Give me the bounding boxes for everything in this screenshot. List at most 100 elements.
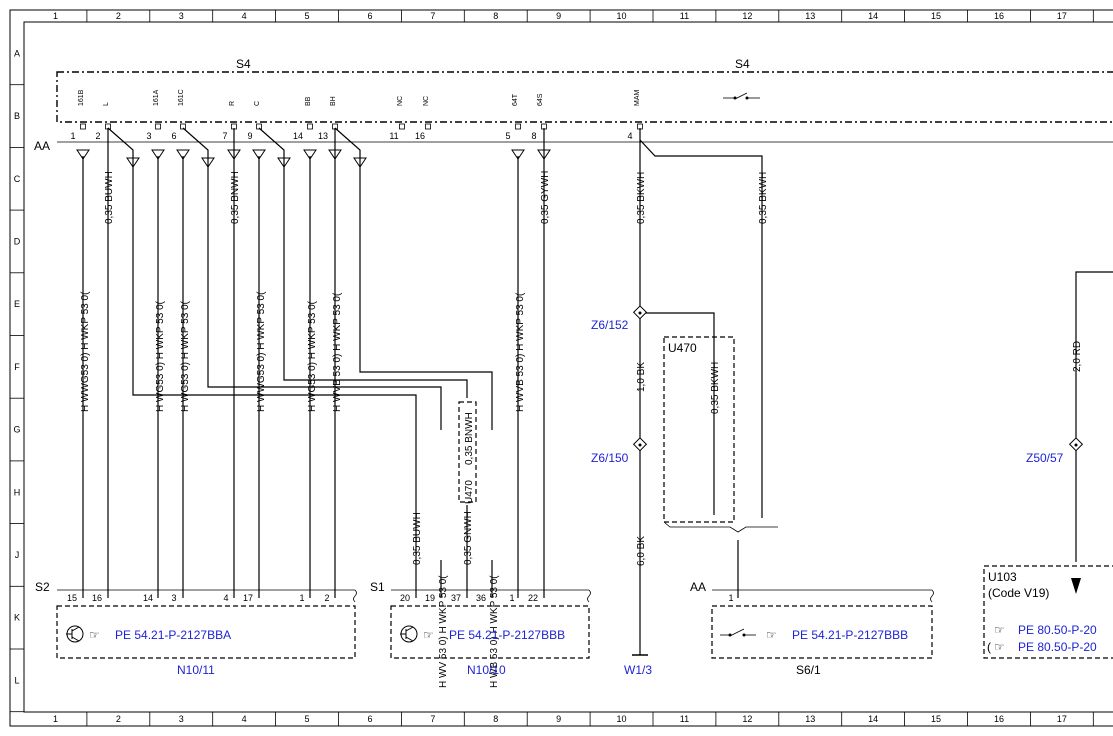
u103-subtitle: (Code V19)	[988, 586, 1049, 600]
bus-pins: 161B L 161A 161C R C BB BH NC NC 64T 64S…	[70, 89, 641, 141]
pin-number: 1	[728, 593, 733, 603]
wire-label: H WVB 53 0) H WKP 53 0(	[515, 292, 526, 412]
grid-row-label: F	[14, 362, 20, 372]
s1-connector-label: S1	[370, 580, 385, 594]
shield-triangle	[176, 149, 190, 160]
grid-column-label: 6	[367, 11, 372, 21]
u103-ref1-link[interactable]: PE 80.50-P-20	[1018, 623, 1097, 637]
shield-triangle	[252, 149, 266, 160]
wire-label: 0,35 GYWH	[540, 171, 551, 224]
pin-number: 7	[222, 131, 227, 141]
grid-row-label: G	[13, 425, 20, 435]
pin-terminal	[515, 123, 521, 130]
shield-triangle	[303, 149, 317, 160]
wire-label: H WWG53 0) H WKP 53 0(	[256, 291, 267, 412]
pin-number: 1	[509, 593, 514, 603]
grid-column-label: 5	[305, 11, 310, 21]
wire-label: 0,35 BNWH	[464, 412, 475, 465]
frame-inner	[23, 21, 1113, 713]
grid-column-label: 13	[805, 11, 815, 21]
pin-label: NC	[423, 96, 430, 106]
u103-ref2-prefix: (	[987, 640, 991, 654]
grid-column-label: 1	[53, 11, 58, 21]
pin-terminal	[307, 123, 313, 130]
grid-column-label: 17	[1057, 714, 1067, 724]
u470-label-a: U470	[464, 480, 475, 504]
wires	[82, 127, 1113, 655]
wire-label: 1,0 BK	[636, 362, 647, 392]
n10-11-ref-link[interactable]: PE 54.21-P-2127BBA	[115, 628, 231, 642]
wire-label: H WV 53 0) H WKP 53 0(	[438, 575, 449, 688]
pin-number: 1	[70, 131, 75, 141]
wire-label: 0,35 BNWH	[230, 171, 241, 224]
s4-label-right: S4	[735, 57, 750, 71]
pin-number: 4	[627, 131, 632, 141]
pin-label: R	[229, 101, 236, 106]
grid-row-label: D	[14, 236, 21, 246]
shield-triangle	[76, 149, 90, 160]
pin-label: 161A	[153, 89, 160, 106]
connector-aa-label: AA	[34, 139, 50, 153]
grid-column-label: 6	[367, 714, 372, 724]
pointing-hand-icon: ☞	[423, 628, 434, 642]
splice-z6-152	[632, 305, 648, 320]
pin-label: 64T	[512, 93, 519, 106]
pin-number: 4	[223, 593, 228, 603]
n10-10-name-link[interactable]: N10/10	[467, 663, 506, 677]
grid-column-label: 11	[680, 11, 689, 21]
u103-title: U103	[988, 570, 1017, 584]
pin-number: 11	[389, 131, 398, 141]
grid-row-label: H	[14, 487, 21, 497]
shield-ground-symbols	[76, 149, 551, 168]
column-ticks: 1122334455667788991010111112121313141415…	[53, 10, 1094, 726]
grid-column-label: 12	[742, 11, 752, 21]
s1-pins: 20 19 37 36 1 22	[400, 593, 538, 603]
grid-column-label: 11	[680, 714, 689, 724]
wire-label: H WG53 0) H WKP 53 0(	[155, 300, 166, 412]
grid-column-label: 4	[242, 11, 247, 21]
s2-pins: 15 16 14 3 4 17 1 2	[67, 593, 330, 603]
grid-column-label: 15	[931, 11, 941, 21]
grid-column-label: 14	[868, 714, 878, 724]
grid-column-label: 16	[994, 714, 1004, 724]
pointing-hand-icon: ☞	[994, 623, 1005, 637]
pin-terminal	[80, 123, 86, 130]
splice-z50-57-link[interactable]: Z50/57	[1026, 451, 1064, 465]
splice-z6-150	[632, 437, 648, 452]
u103-ref2-link[interactable]: PE 80.50-P-20	[1018, 640, 1097, 654]
wire-label: 0,35 GNWH	[463, 511, 474, 565]
pin-number: 14	[293, 131, 303, 141]
pin-number: 15	[67, 593, 77, 603]
grid-row-label: A	[14, 48, 20, 58]
wire-label: H WG53 0) H WKP 53 0(	[307, 300, 318, 412]
grid-column-label: 3	[179, 11, 184, 21]
n10-11-name-link[interactable]: N10/11	[177, 663, 215, 677]
pointing-hand-icon: ☞	[766, 628, 777, 642]
pin-number: 8	[531, 131, 536, 141]
grid-column-label: 12	[742, 714, 752, 724]
pin-label: BB	[305, 96, 312, 106]
wire-label: 6,0 BK	[636, 536, 647, 566]
grid-column-label: 10	[617, 714, 627, 724]
splice-z6-152-link[interactable]: Z6/152	[591, 318, 629, 332]
n10-10-ref-link[interactable]: PE 54.21-P-2127BBB	[449, 628, 565, 642]
splice-z6-150-link[interactable]: Z6/150	[591, 451, 629, 465]
w1-3-link[interactable]: W1/3	[624, 663, 652, 677]
bus-pin-terminals	[80, 123, 643, 130]
pin-number: 3	[146, 131, 151, 141]
pin-number: 16	[415, 131, 425, 141]
pin-number: 16	[92, 593, 102, 603]
pin-number: 5	[505, 131, 510, 141]
pin-terminal	[425, 123, 431, 130]
pin-label: 64S	[537, 93, 544, 106]
grid-row-label: L	[14, 675, 19, 685]
pin-label: BH	[330, 96, 337, 106]
grid-column-label: 1	[53, 714, 58, 724]
s4-bus-box	[56, 71, 1113, 123]
s6-1-ref-link[interactable]: PE 54.21-P-2127BBB	[792, 628, 908, 642]
grid-column-label: 15	[931, 714, 941, 724]
pin-number: 22	[528, 593, 538, 603]
pin-number: 14	[143, 593, 153, 603]
grid-column-label: 4	[242, 714, 247, 724]
